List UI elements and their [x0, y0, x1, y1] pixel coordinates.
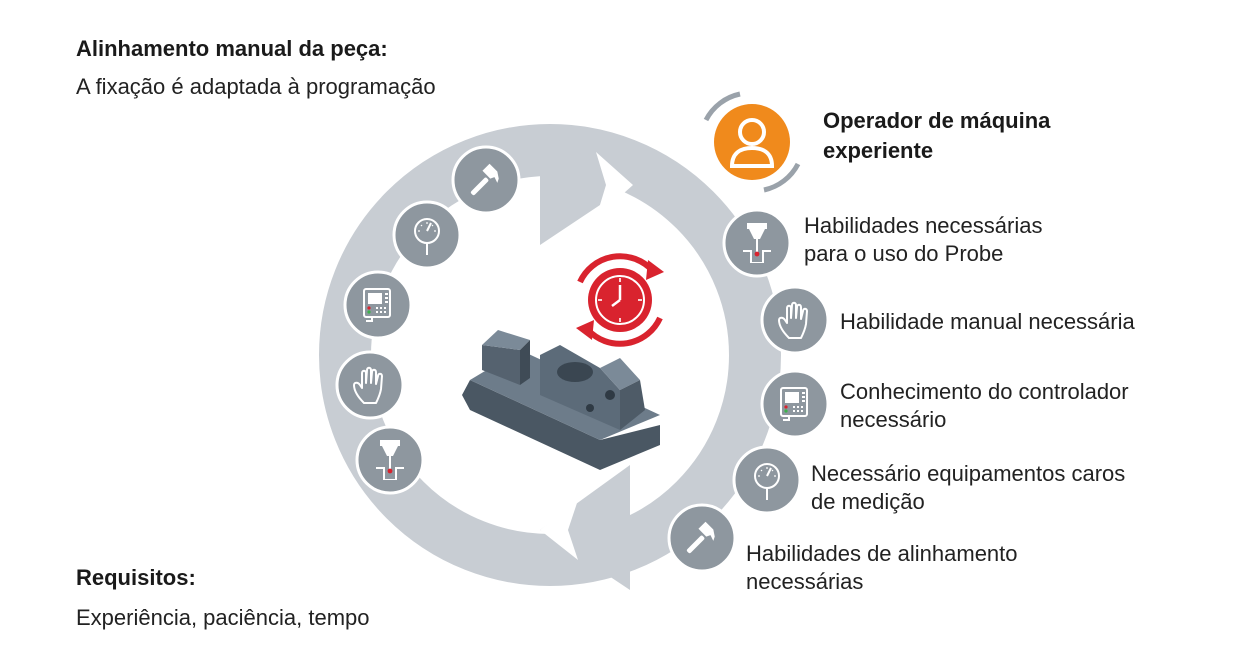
operator-label-line1: Operador de máquina — [823, 108, 1051, 133]
requirement-line2: necessárias — [746, 569, 864, 594]
requirement-hammer-label: Habilidades de alinhamento necessárias — [746, 540, 1018, 596]
requirement-controller-label: Conhecimento do controlador necessário — [840, 378, 1129, 434]
requirement-line1: Necessário equipamentos caros — [811, 461, 1126, 486]
cycle-ring — [319, 124, 781, 590]
workpiece-image — [462, 330, 660, 470]
requirement-line2: para o uso do Probe — [804, 241, 1004, 266]
requirement-gauge-icon — [732, 445, 802, 515]
requirement-hammer-icon — [667, 503, 737, 573]
requirement-line1: Habilidades de alinhamento — [746, 541, 1018, 566]
requirements-title: Requisitos: — [76, 565, 196, 590]
operator-label: Operador de máquina experiente — [823, 106, 1050, 166]
clock-icon — [576, 253, 664, 347]
requirement-line2: necessário — [840, 407, 947, 432]
requirements-subtitle: Experiência, paciência, tempo — [76, 605, 370, 630]
requirement-line1: Habilidades necessárias — [804, 213, 1043, 238]
hammer-icon — [451, 145, 521, 215]
requirement-hand-icon — [760, 285, 830, 355]
gauge-icon — [392, 200, 462, 270]
requirement-gauge-label: Necessário equipamentos caros de medição — [811, 460, 1125, 516]
section-title: Alinhamento manual da peça: — [76, 36, 388, 61]
hand-icon — [335, 350, 405, 420]
cycle-arrow-top — [540, 128, 630, 245]
probe-icon — [355, 425, 425, 495]
requirement-line1: Conhecimento do controlador — [840, 379, 1129, 404]
requirement-hand-label: Habilidade manual necessária — [840, 308, 1135, 336]
controller-icon — [343, 270, 413, 340]
requirement-line2: de medição — [811, 489, 925, 514]
operator-person-icon — [703, 91, 801, 193]
operator-label-line2: experiente — [823, 138, 934, 163]
section-subtitle: A fixação é adaptada à programação — [76, 74, 436, 99]
requirement-probe-label: Habilidades necessárias para o uso do Pr… — [804, 212, 1042, 268]
cycle-arrow-bottom — [540, 465, 630, 590]
requirement-controller-icon — [760, 369, 830, 439]
requirement-probe-icon — [722, 208, 792, 278]
requirement-line1: Habilidade manual necessária — [840, 309, 1135, 334]
